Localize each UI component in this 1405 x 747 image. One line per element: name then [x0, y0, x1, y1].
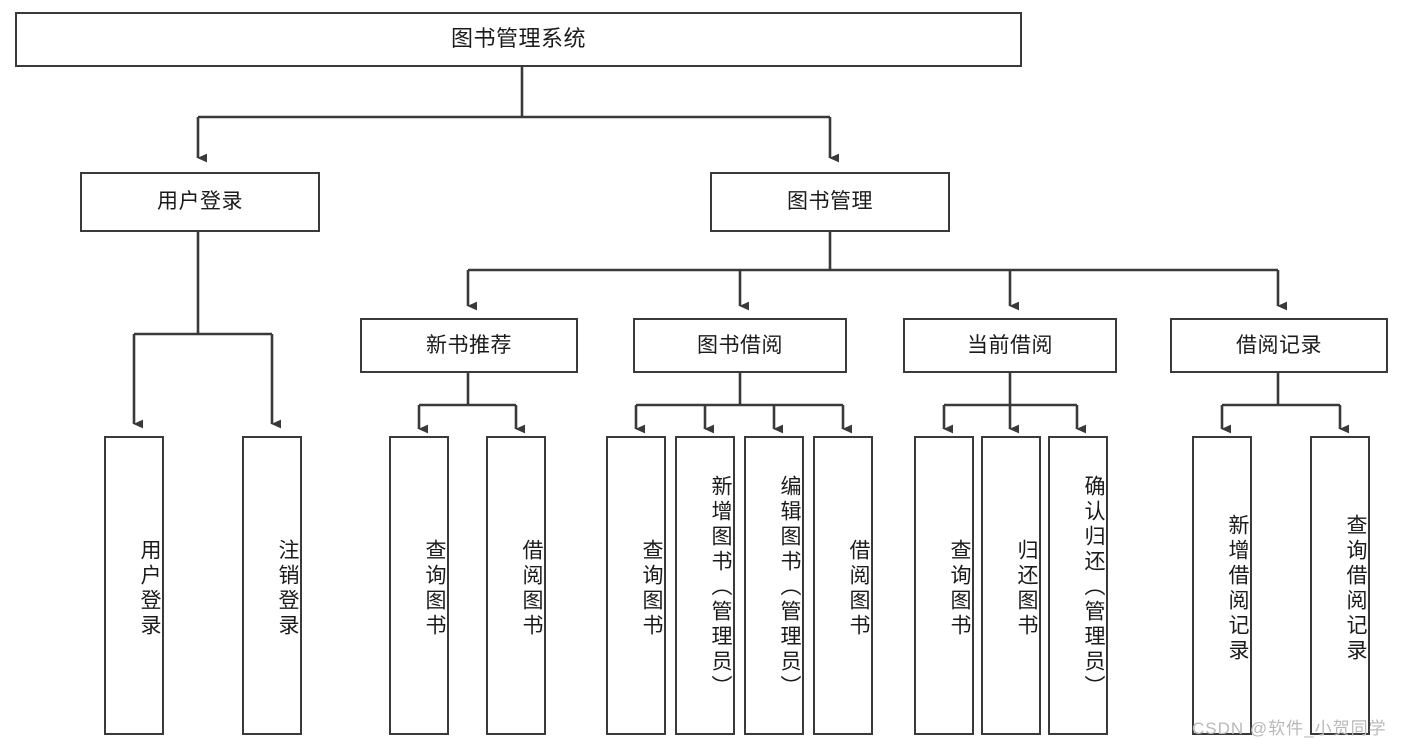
leaf-book-borrow-4-label: 借阅图书 [847, 538, 870, 639]
leaf-book-borrow-1-label: 查询图书 [640, 538, 663, 639]
node-root[interactable]: 图书管理系统 [15, 12, 1022, 67]
node-borrow-record[interactable]: 借阅记录 [1170, 318, 1388, 373]
node-new-book-rec-label: 新书推荐 [426, 333, 512, 357]
leaf-current-borrow-2[interactable]: 归还图书 [981, 436, 1041, 735]
node-user-login[interactable]: 用户登录 [80, 172, 320, 232]
leaf-borrow-record-1-label: 新增借阅记录 [1226, 513, 1249, 664]
node-current-borrow[interactable]: 当前借阅 [903, 318, 1117, 373]
node-user-login-label: 用户登录 [157, 190, 243, 214]
leaf-current-borrow-3[interactable]: 确认归还（管理员） [1048, 436, 1108, 735]
node-book-borrow[interactable]: 图书借阅 [633, 318, 847, 373]
leaf-current-borrow-1[interactable]: 查询图书 [914, 436, 974, 735]
node-book-manage-label: 图书管理 [787, 190, 873, 214]
leaf-borrow-record-2[interactable]: 查询借阅记录 [1310, 436, 1370, 735]
leaf-book-borrow-3[interactable]: 编辑图书（管理员） [744, 436, 804, 735]
node-book-manage[interactable]: 图书管理 [710, 172, 950, 232]
leaf-current-borrow-3-label: 确认归还（管理员） [1082, 475, 1105, 700]
leaf-user-login-2-label: 注销登录 [276, 538, 299, 639]
node-book-borrow-label: 图书借阅 [697, 333, 783, 357]
leaf-current-borrow-2-label: 归还图书 [1015, 538, 1038, 639]
leaf-user-login-1[interactable]: 用户登录 [104, 436, 164, 735]
leaf-borrow-record-2-label: 查询借阅记录 [1344, 513, 1367, 664]
leaf-book-borrow-1[interactable]: 查询图书 [606, 436, 666, 735]
leaf-user-login-2[interactable]: 注销登录 [242, 436, 302, 735]
node-root-label: 图书管理系统 [450, 26, 586, 52]
leaf-book-borrow-2-label: 新增图书（管理员） [709, 475, 732, 700]
leaf-new-book-rec-2[interactable]: 借阅图书 [486, 436, 546, 735]
leaf-book-borrow-3-label: 编辑图书（管理员） [778, 475, 801, 700]
node-borrow-record-label: 借阅记录 [1236, 333, 1322, 357]
leaf-new-book-rec-1[interactable]: 查询图书 [389, 436, 449, 735]
node-new-book-rec[interactable]: 新书推荐 [360, 318, 578, 373]
leaf-current-borrow-1-label: 查询图书 [948, 538, 971, 639]
leaf-borrow-record-1[interactable]: 新增借阅记录 [1192, 436, 1252, 735]
leaf-book-borrow-2[interactable]: 新增图书（管理员） [675, 436, 735, 735]
leaf-new-book-rec-1-label: 查询图书 [423, 538, 446, 639]
leaf-new-book-rec-2-label: 借阅图书 [520, 538, 543, 639]
node-current-borrow-label: 当前借阅 [967, 333, 1053, 357]
leaf-book-borrow-4[interactable]: 借阅图书 [813, 436, 873, 735]
leaf-user-login-1-label: 用户登录 [138, 538, 161, 639]
